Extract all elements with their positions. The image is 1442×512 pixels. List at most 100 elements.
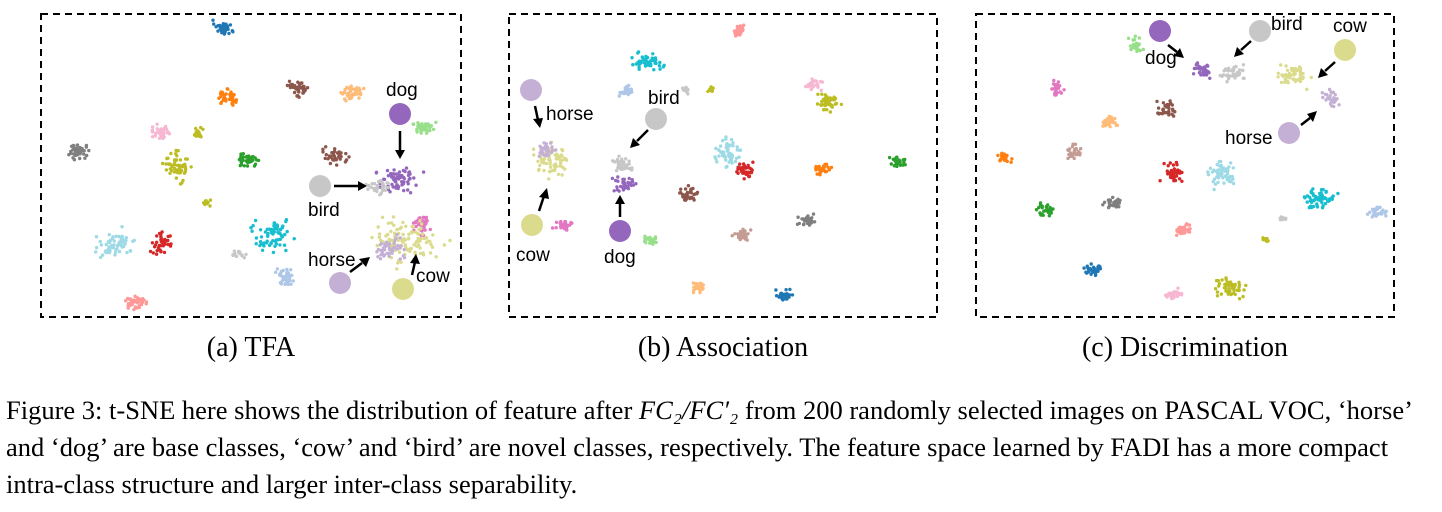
feature-point (1225, 289, 1229, 294)
feature-point (689, 191, 693, 195)
arrow-bird (1240, 40, 1252, 51)
feature-point (194, 126, 198, 131)
feature-point (1206, 173, 1211, 177)
feature-point (1219, 292, 1224, 296)
feature-point (194, 130, 199, 134)
feature-point (394, 236, 398, 240)
feature-point (749, 170, 754, 175)
feature-point (1319, 193, 1324, 197)
feature-point (790, 293, 795, 297)
feature-point (376, 225, 380, 229)
arrows-discrimination (1167, 40, 1336, 126)
feature-point (378, 257, 383, 261)
cluster (732, 23, 746, 38)
feature-point (128, 302, 133, 306)
feature-point (1384, 214, 1388, 218)
feature-point (1217, 281, 1222, 286)
feature-point (374, 170, 379, 174)
arrow-cow (410, 261, 417, 276)
feature-point (1171, 163, 1176, 167)
feature-point (1283, 77, 1287, 82)
feature-point (1213, 287, 1218, 291)
feature-point (302, 84, 306, 89)
feature-point (751, 160, 755, 164)
feature-point (681, 194, 685, 198)
feature-point (253, 156, 257, 160)
feature-point (1044, 204, 1049, 209)
feature-point (725, 164, 729, 169)
feature-point (333, 147, 337, 151)
feature-point (796, 215, 800, 219)
feature-point (644, 241, 648, 245)
feature-point (652, 237, 656, 241)
feature-point (285, 83, 290, 88)
feature-point (155, 234, 159, 238)
subcaption-c: (c) Discrimination (1081, 332, 1289, 363)
feature-point (144, 302, 148, 306)
feature-point (825, 95, 829, 99)
feature-point (228, 94, 233, 99)
feature-point (1155, 99, 1159, 104)
feature-point (1199, 67, 1203, 71)
feature-point (1000, 156, 1004, 161)
feature-point (1178, 225, 1182, 229)
feature-point (1232, 65, 1236, 69)
feature-point (1040, 205, 1044, 210)
feature-point (71, 148, 75, 152)
cluster (681, 85, 690, 96)
feature-point (826, 165, 830, 169)
feature-point (347, 92, 351, 96)
feature-point (1332, 104, 1336, 109)
feature-point (1203, 65, 1207, 69)
feature-point (183, 162, 187, 166)
feature-point (615, 157, 620, 162)
feature-point (421, 125, 426, 129)
feature-point (296, 90, 301, 94)
feature-point (692, 288, 696, 293)
feature-point (284, 248, 288, 253)
feature-point (1229, 179, 1233, 183)
feature-point (658, 67, 662, 71)
feature-point (815, 79, 819, 84)
feature-point (715, 160, 719, 164)
feature-point (241, 155, 245, 159)
feature-point (164, 168, 169, 172)
feature-point (87, 148, 91, 153)
feature-point (265, 241, 269, 245)
feature-point (1178, 170, 1182, 174)
feature-point (403, 169, 407, 174)
feature-point (372, 186, 376, 191)
feature-point (283, 232, 287, 237)
feature-point (407, 236, 411, 240)
feature-point (532, 153, 536, 157)
feature-point (382, 177, 387, 182)
cow-marker (392, 278, 414, 300)
feature-point (430, 245, 435, 249)
dog-marker (1149, 20, 1171, 42)
feature-point (106, 240, 111, 244)
feature-point (1187, 223, 1192, 227)
cluster (1365, 205, 1388, 219)
feature-point (258, 228, 263, 232)
feature-point (720, 150, 724, 154)
feature-point (282, 243, 287, 247)
cluster (201, 198, 213, 208)
feature-point (615, 188, 620, 192)
feature-point (1219, 159, 1223, 164)
arrow-bird (636, 129, 649, 142)
feature-point (380, 186, 384, 190)
feature-point (1237, 288, 1241, 292)
feature-point (1233, 74, 1237, 79)
feature-point (302, 89, 306, 94)
feature-point (1168, 161, 1172, 165)
subcaption-b: (b) Association (637, 332, 809, 363)
cluster (1101, 114, 1120, 129)
feature-point (828, 110, 833, 114)
feature-point (1321, 204, 1325, 208)
feature-point (174, 168, 178, 172)
feature-point (1284, 216, 1288, 220)
feature-point (410, 224, 414, 229)
feature-point (412, 176, 416, 180)
feature-point (431, 233, 435, 237)
feature-point (1068, 151, 1073, 155)
